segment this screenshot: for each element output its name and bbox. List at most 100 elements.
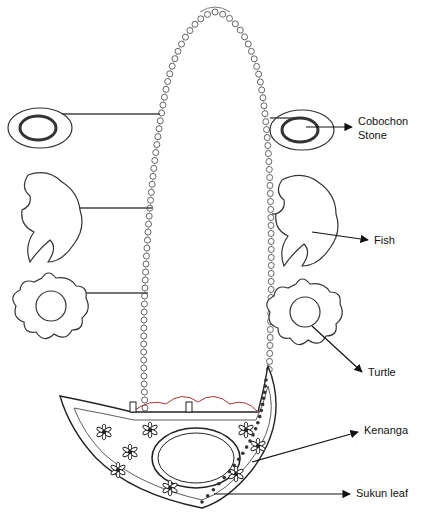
callout-label: Kenanga bbox=[364, 424, 408, 438]
granule-dot bbox=[241, 451, 245, 455]
granule-dot bbox=[245, 445, 249, 449]
chain-bead bbox=[144, 237, 150, 243]
chain-bead bbox=[259, 87, 265, 93]
chain-bead bbox=[149, 181, 155, 187]
granule-dot bbox=[222, 476, 226, 480]
kenanga-flower bbox=[162, 480, 178, 496]
chain-bead bbox=[145, 229, 151, 235]
chain-bead bbox=[267, 334, 273, 340]
chain-bead bbox=[144, 245, 150, 251]
chain-bead bbox=[160, 102, 166, 108]
chain-bead bbox=[257, 79, 263, 85]
chain-bead bbox=[268, 222, 274, 228]
chain-bead bbox=[220, 11, 226, 17]
chain-bead bbox=[242, 34, 248, 40]
callout-label: Turtle bbox=[368, 366, 396, 380]
chain-bead bbox=[267, 326, 273, 332]
granule-dot bbox=[263, 390, 267, 394]
chain-bead bbox=[268, 230, 274, 236]
chain-bead bbox=[141, 357, 147, 363]
chain-bead bbox=[141, 317, 147, 323]
chain-bead bbox=[141, 325, 147, 331]
chain-bead bbox=[155, 134, 161, 140]
granule-dot bbox=[264, 378, 268, 382]
chain-bead bbox=[192, 21, 198, 27]
chain-bead bbox=[141, 373, 147, 379]
granule-dot bbox=[258, 415, 262, 419]
chain-bead bbox=[232, 21, 238, 27]
chain-bead bbox=[141, 309, 147, 315]
chain-bead bbox=[226, 15, 232, 21]
granule-dots bbox=[200, 378, 268, 504]
chain-bead bbox=[256, 71, 262, 77]
chain-bead bbox=[159, 110, 165, 116]
chain-bead bbox=[141, 365, 147, 371]
granule-dot bbox=[248, 439, 252, 443]
chain-bead bbox=[148, 197, 154, 203]
chain-bead bbox=[264, 135, 270, 141]
kenanga-flower bbox=[250, 438, 266, 454]
chain-bead bbox=[161, 94, 167, 100]
chain-bead bbox=[146, 221, 152, 227]
chain-bead bbox=[266, 166, 272, 172]
chain-line bbox=[144, 12, 272, 408]
kenanga-flower bbox=[142, 422, 158, 438]
chain-bead bbox=[251, 56, 257, 62]
chain-bead bbox=[154, 142, 160, 148]
granule-dot bbox=[262, 397, 266, 401]
chain-bead bbox=[267, 350, 273, 356]
chain-bead bbox=[237, 27, 243, 33]
granule-dot bbox=[212, 488, 216, 492]
chain-bead bbox=[142, 397, 148, 403]
chain-bead bbox=[265, 143, 271, 149]
kenanga-flower bbox=[228, 466, 244, 482]
chain-bead bbox=[156, 126, 162, 132]
chain-beads bbox=[141, 9, 275, 411]
chain-bead bbox=[268, 270, 274, 276]
chain-bead bbox=[141, 389, 147, 395]
chain-bead bbox=[179, 41, 185, 47]
chain-bead bbox=[268, 214, 274, 220]
chain-bead bbox=[143, 269, 149, 275]
granule-dot bbox=[260, 409, 264, 413]
granule-dot bbox=[232, 464, 236, 468]
granule-dot bbox=[251, 433, 255, 437]
chain-bead bbox=[268, 206, 274, 212]
chain-bead bbox=[204, 11, 210, 17]
chain-bead bbox=[198, 16, 204, 22]
leader-line bbox=[252, 432, 358, 462]
pendant bbox=[60, 366, 276, 508]
chain-bead bbox=[142, 405, 148, 411]
granule-dot bbox=[261, 403, 265, 407]
chain-bead bbox=[148, 189, 154, 195]
granule-dot bbox=[206, 494, 210, 498]
callout-label: Sukun leaf bbox=[356, 487, 408, 501]
chain-bead bbox=[267, 342, 273, 348]
chain-bead bbox=[141, 333, 147, 339]
chain-bead bbox=[268, 262, 274, 268]
kenanga-flower bbox=[96, 424, 112, 440]
chain-bead bbox=[143, 253, 149, 259]
chain-bead bbox=[266, 159, 272, 165]
leader-line bbox=[214, 493, 350, 494]
chain-bead bbox=[152, 157, 158, 163]
chain-bead bbox=[169, 63, 175, 69]
chain-bead bbox=[245, 41, 251, 47]
leader-line bbox=[312, 326, 362, 372]
chain-bead bbox=[260, 95, 266, 101]
chain-bead bbox=[267, 182, 273, 188]
chain-bead bbox=[254, 63, 260, 69]
chain-bead bbox=[248, 48, 254, 54]
chain-bead bbox=[261, 103, 267, 109]
chain-bead bbox=[267, 174, 273, 180]
chain-bead bbox=[264, 127, 270, 133]
chain-bead bbox=[142, 293, 148, 299]
kenanga-flower bbox=[122, 444, 138, 460]
chain-bead bbox=[165, 79, 171, 85]
chain-bead bbox=[172, 56, 178, 62]
chain-bead bbox=[267, 358, 273, 364]
chain-bead bbox=[142, 285, 148, 291]
chain-bead bbox=[212, 9, 218, 15]
